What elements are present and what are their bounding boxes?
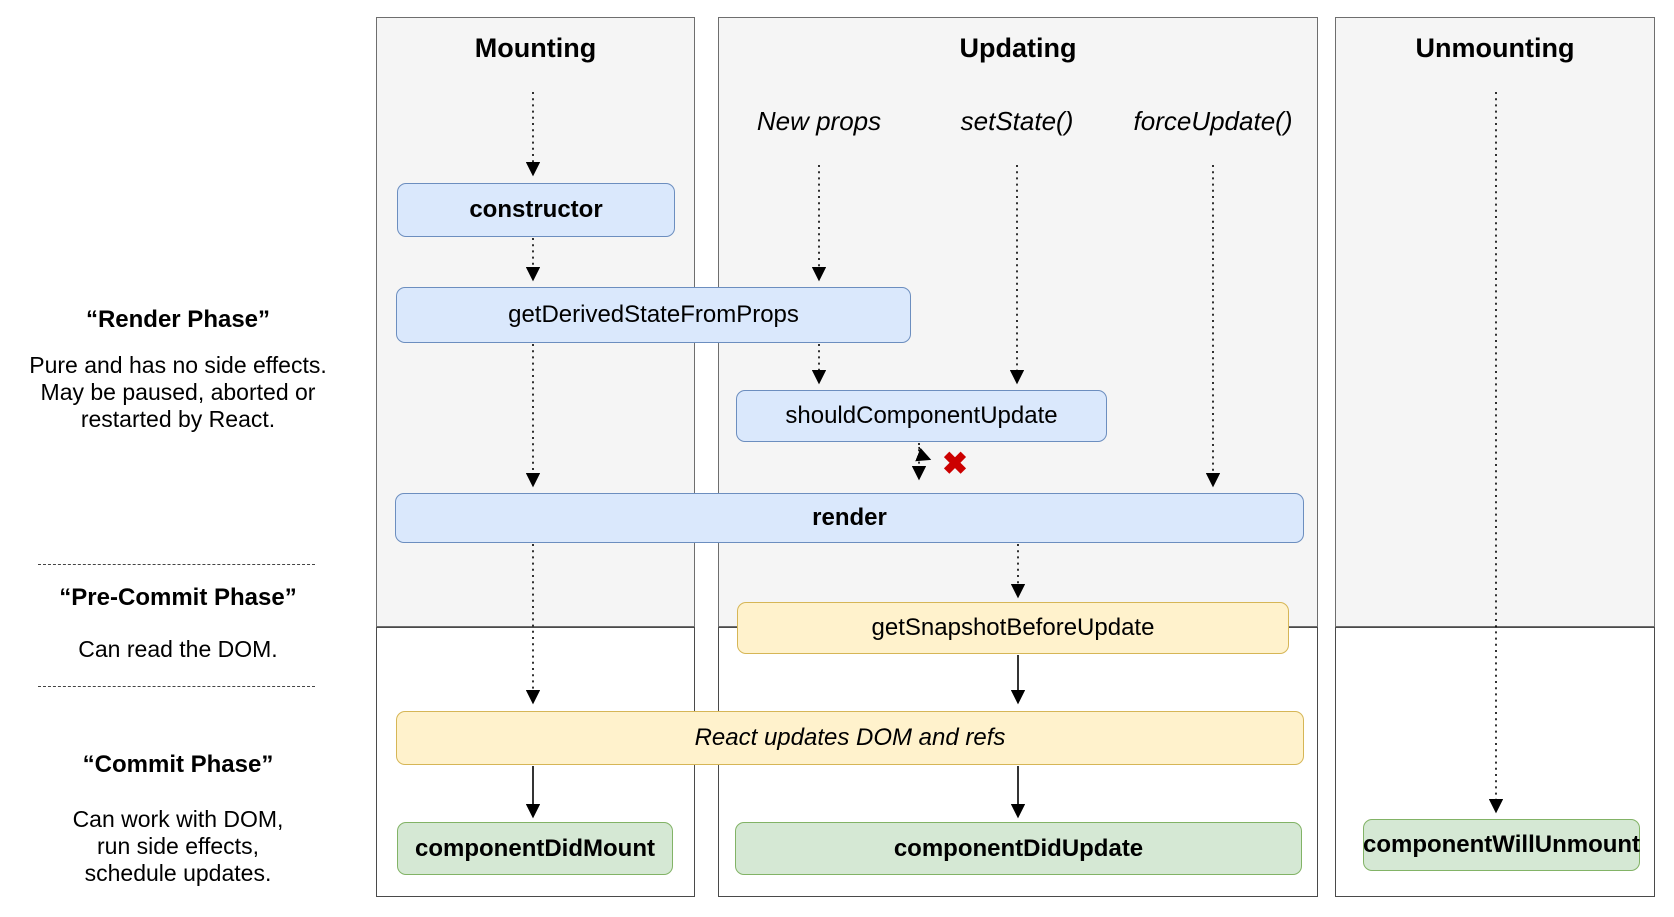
skip-update-x-icon: ✖ xyxy=(942,446,968,481)
commit-phase-description: Can work with DOM, run side effects, sch… xyxy=(28,806,328,887)
render-box: render xyxy=(395,493,1304,543)
unmounting-column-title: Unmounting xyxy=(1415,33,1575,63)
trigger-force-update: forceUpdate() xyxy=(1133,106,1293,136)
component-did-mount-box: componentDidMount xyxy=(397,822,673,875)
commit-phase-title: “Commit Phase” xyxy=(82,751,274,778)
phase-separator-line xyxy=(38,564,315,565)
pre-commit-phase-description: Can read the DOM. xyxy=(28,636,328,663)
get-derived-state-from-props-box: getDerivedStateFromProps xyxy=(396,287,911,343)
component-will-unmount-box: componentWillUnmount xyxy=(1363,819,1640,871)
updating-column-title: Updating xyxy=(959,33,1077,63)
commit-phase-desc-line: run side effects, xyxy=(97,833,259,859)
phase-separator-line xyxy=(38,686,315,687)
commit-phase-desc-line: schedule updates. xyxy=(84,860,272,886)
mounting-column-title: Mounting xyxy=(474,33,597,63)
pre-commit-phase-desc-line: Can read the DOM. xyxy=(78,636,278,662)
trigger-new-props: New props xyxy=(756,106,882,136)
constructor-box: constructor xyxy=(397,183,675,237)
unmounting-column-render-phase-area xyxy=(1335,17,1655,627)
render-phase-desc-line: Pure and has no side effects. xyxy=(29,352,327,378)
render-phase-desc-line: May be paused, aborted or xyxy=(40,379,316,405)
render-phase-title: “Render Phase” xyxy=(85,306,271,333)
render-phase-desc-line: restarted by React. xyxy=(80,406,276,432)
render-phase-description: Pure and has no side effects. May be pau… xyxy=(28,352,328,433)
should-component-update-box: shouldComponentUpdate xyxy=(736,390,1107,442)
trigger-set-state: setState() xyxy=(960,106,1074,136)
pre-commit-phase-title: “Pre-Commit Phase” xyxy=(59,584,297,611)
commit-phase-desc-line: Can work with DOM, xyxy=(72,806,284,832)
get-snapshot-before-update-box: getSnapshotBeforeUpdate xyxy=(737,602,1289,654)
react-updates-dom-box: React updates DOM and refs xyxy=(396,711,1304,765)
component-did-update-box: componentDidUpdate xyxy=(735,822,1302,875)
